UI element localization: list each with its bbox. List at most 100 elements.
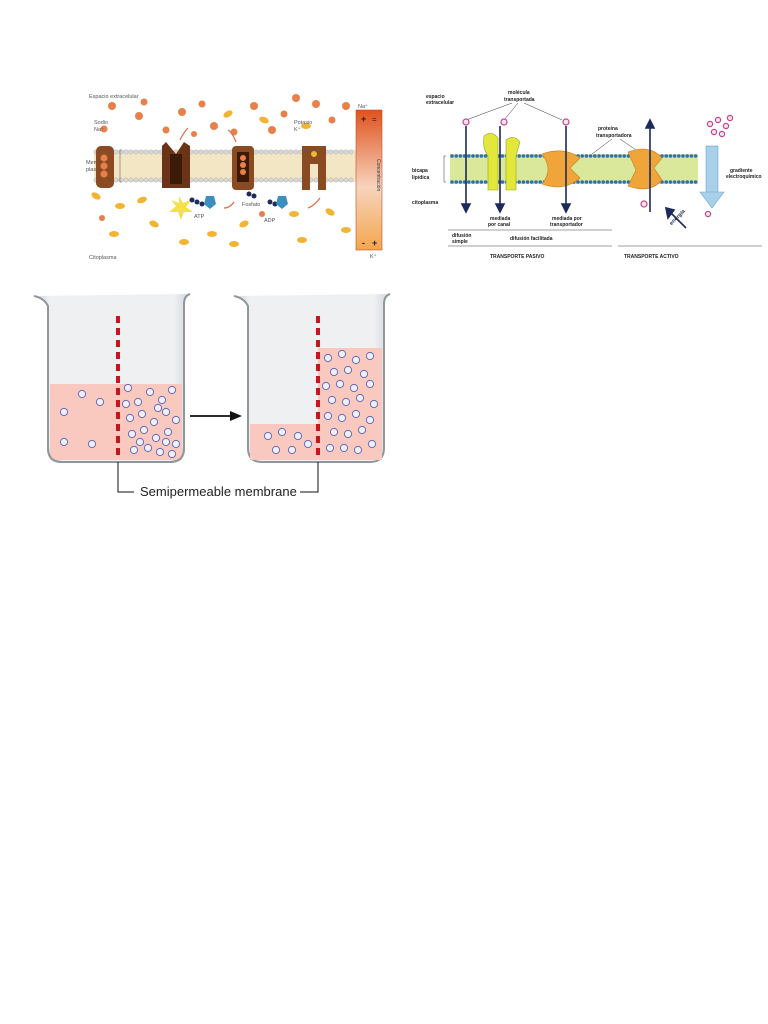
phospholipid-head xyxy=(118,149,124,155)
solute-particle xyxy=(167,449,177,459)
lipid-head xyxy=(467,154,471,158)
pump-protein-2 xyxy=(162,142,190,188)
phospholipid-head xyxy=(273,177,279,183)
grouping-brackets xyxy=(448,229,762,247)
phospholipid-head xyxy=(218,149,224,155)
lipid-head xyxy=(689,154,694,158)
lipid-head xyxy=(525,154,530,158)
phospholipid-head xyxy=(128,149,134,155)
phospholipid-head xyxy=(288,149,294,155)
phospholipid-head xyxy=(293,149,299,155)
lipid-head xyxy=(525,180,530,184)
solute-particle xyxy=(139,425,149,435)
phospholipid-head xyxy=(138,149,144,155)
solute-particle xyxy=(171,439,181,449)
phospholipid-head xyxy=(328,149,334,155)
solute-particle xyxy=(287,445,297,455)
cytoplasm-label: citoplasma xyxy=(412,200,438,206)
lipid-head xyxy=(534,180,538,184)
phospholipid-head xyxy=(153,149,159,155)
solute-particle xyxy=(121,399,131,409)
lipid-head xyxy=(593,154,597,158)
solute-particle xyxy=(151,433,161,443)
lipid-head xyxy=(584,180,589,184)
solute-particle xyxy=(95,397,105,407)
lipid-head xyxy=(668,180,673,184)
lipid-head xyxy=(467,180,471,184)
phospholipid-head xyxy=(123,177,129,183)
lipid-head xyxy=(479,180,484,184)
phospholipid-head xyxy=(338,177,344,183)
solute-particle xyxy=(263,431,273,441)
sodium-label: Sodio xyxy=(94,120,108,126)
concentration-gradient-bar xyxy=(355,109,383,251)
lipid-head xyxy=(483,154,488,158)
solute-particle xyxy=(143,443,153,453)
gradient-equals-top: = xyxy=(372,115,377,124)
phospholipid-head xyxy=(258,177,264,183)
passive-transport-label: TRANSPORTE PASIVO xyxy=(490,254,544,260)
simple-diffusion-line1: difusión xyxy=(452,233,471,239)
lipid-head xyxy=(450,180,454,184)
solute-particle xyxy=(321,381,331,391)
lipid-head xyxy=(534,154,538,158)
phospholipid-head xyxy=(348,149,354,155)
lipid-head xyxy=(622,180,626,184)
lipid-head xyxy=(609,154,614,158)
transport-svg: espacio extracelular molécula transporta… xyxy=(412,90,762,260)
lipid-head xyxy=(601,154,605,158)
lipid-head xyxy=(609,180,614,184)
sodium-symbol: Na⁺ xyxy=(94,126,104,133)
solute-particle xyxy=(329,367,339,377)
lipid-head xyxy=(622,154,626,158)
solute-particle xyxy=(59,437,69,447)
solute-particle xyxy=(155,447,165,457)
lipid-head xyxy=(483,180,488,184)
bilayer-bracket xyxy=(443,155,446,183)
phospholipid-head xyxy=(138,177,144,183)
channel-mediated-line1: mediada xyxy=(490,216,511,222)
beaker-before xyxy=(33,293,191,463)
lipid-head xyxy=(584,154,589,158)
phospholipid-head xyxy=(263,177,269,183)
transport-arrows xyxy=(460,118,687,229)
solute-particle xyxy=(163,427,173,437)
lipid-head xyxy=(479,154,484,158)
phospholipid-head xyxy=(193,177,199,183)
lipid-head xyxy=(458,154,463,158)
phospholipid-head xyxy=(313,177,319,183)
carrier-protein-line1: proteína xyxy=(598,126,618,132)
gradient-plus-bottom: + xyxy=(372,238,377,248)
solute-particle xyxy=(161,407,171,417)
gradient-top-label: Na⁺ xyxy=(358,103,368,110)
lipid-head xyxy=(605,154,610,158)
beaker-after xyxy=(233,293,391,463)
lipid-head xyxy=(677,180,681,184)
phospholipid-head xyxy=(258,149,264,155)
carrier-protein-2 xyxy=(627,148,663,190)
phospholipid-head xyxy=(283,149,289,155)
lipid-head xyxy=(580,180,584,184)
phosphate-label: Fosfato xyxy=(242,202,260,208)
phospholipid-head xyxy=(143,177,149,183)
lipid-head xyxy=(689,180,694,184)
phospholipid-head xyxy=(153,177,159,183)
phospholipid-head xyxy=(203,177,209,183)
phospholipid-head xyxy=(343,149,349,155)
potassium-ions-top xyxy=(223,110,311,129)
flow-arrows xyxy=(179,127,321,209)
phospholipid-head xyxy=(133,177,139,183)
lipid-head xyxy=(475,154,479,158)
extracellular-label-line2: extracelular xyxy=(426,100,454,106)
solute-particle xyxy=(323,411,333,421)
lipid-head xyxy=(530,180,534,184)
phospholipid-head xyxy=(198,177,204,183)
solute-particle xyxy=(369,399,379,409)
lipid-head xyxy=(576,180,580,184)
solute-particle xyxy=(123,383,133,393)
phospholipid-head xyxy=(333,149,339,155)
lipid-head xyxy=(530,154,534,158)
lipid-head xyxy=(517,154,521,158)
solute-particle xyxy=(367,439,377,449)
potassium-label: Potasio xyxy=(294,120,312,126)
